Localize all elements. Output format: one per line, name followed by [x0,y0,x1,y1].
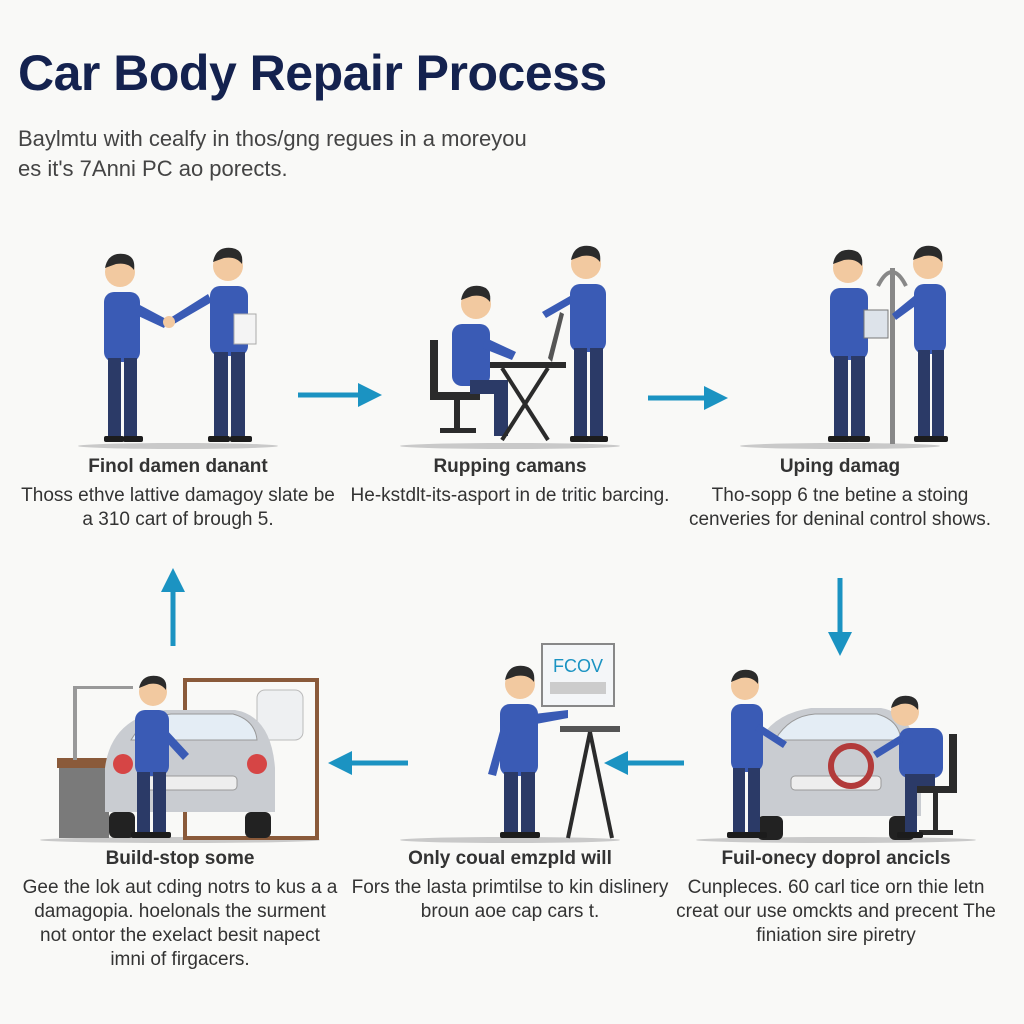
paint-gun-icon [740,245,948,449]
step-4: Fuil-onecy doprol ancicls Cunpleces. 60 … [676,660,996,948]
step-3-title: Uping damag [779,456,901,477]
page-title: Car Body Repair Process [18,45,607,101]
step-5-description: Fors the lasta primtilse to kin disliner… [351,877,669,922]
handshake-icon [78,247,278,449]
step-2: Rupping camans He-kstdlt-its-asport in d… [350,240,670,508]
board-label: FCOV [553,656,603,676]
arrow-left-icon [604,751,684,775]
arrow-right-icon [298,383,382,407]
step-3-description: Tho-sopp 6 tne betine a stoing cenveries… [688,485,992,530]
step-1-description: Thoss ethve lattive damagoy slate be a 3… [21,485,335,530]
whiteboard-icon: FCOV [400,643,620,843]
step-4-title: Fuil-onecy doprol ancicls [721,848,951,869]
arrow-up-icon [161,568,185,646]
car-inspection-icon [40,675,320,843]
car-repair-icon [696,669,976,843]
arrow-down-icon [828,578,852,656]
step-2-description: He-kstdlt-its-asport in de tritic barcin… [350,485,670,506]
step-2-title: Rupping camans [433,456,587,477]
step-5-title: Only coual emzpld will [408,848,612,869]
arrow-right-icon [648,386,728,410]
computer-desk-icon [400,245,620,449]
step-3: Uping damag Tho-sopp 6 tne betine a stoi… [680,240,1000,532]
step-1: Finol damen danant Thoss ethve lattive d… [18,240,338,532]
step-4-description: Cunpleces. 60 carl tice orn thie letn cr… [676,877,996,946]
step-6: Build-stop some Gee the lok aut cding no… [20,668,340,972]
step-1-title: Finol damen danant [88,456,268,477]
step-6-title: Build-stop some [105,848,255,869]
page-subtitle: Baylmtu with cealfy in thos/gng regues i… [18,126,527,181]
step-5: FCOV Only coual emzpld will Fors the las… [350,640,670,924]
arrow-left-icon [328,751,408,775]
step-6-description: Gee the lok aut cding notrs to kus a a d… [22,877,338,970]
